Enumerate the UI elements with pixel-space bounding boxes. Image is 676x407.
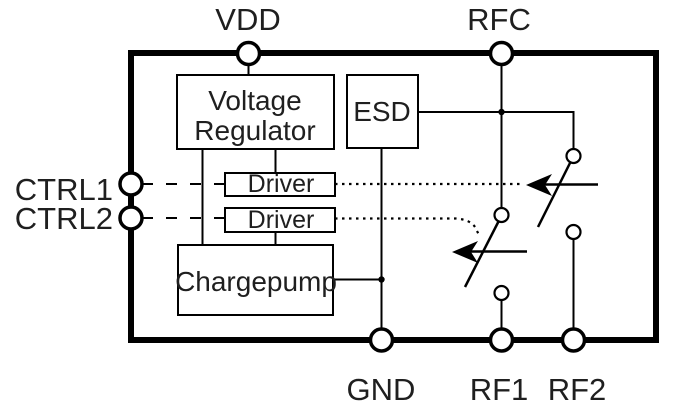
- vdd-pin-label: VDD: [215, 2, 280, 37]
- switch2-arrow-icon: [526, 174, 598, 196]
- voltage-regulator-label-line2: Regulator: [194, 115, 315, 146]
- rf1-pin: [488, 327, 515, 353]
- rf2-contact: [565, 223, 582, 241]
- driver2-label: Driver: [248, 206, 315, 234]
- driver2-control-dotted-wire: [335, 217, 480, 235]
- switch1-pivot-contact: [493, 206, 510, 224]
- rf1-pin-label: RF1: [470, 372, 529, 407]
- driver1-label: Driver: [248, 170, 315, 198]
- chargepump-label: Chargepump: [175, 266, 337, 297]
- gnd-pin: [368, 327, 395, 353]
- rfc-pin: [488, 40, 515, 67]
- switch1-arm: [463, 220, 500, 288]
- vdd-pin: [235, 40, 262, 67]
- switch1-arrow-icon: [452, 241, 527, 263]
- esd-block: [346, 74, 419, 149]
- junction-dot-rfc-esd: [498, 108, 505, 116]
- ctrl2-pin-label: CTRL2: [15, 201, 113, 236]
- ctrl1-pin: [118, 171, 144, 197]
- wire-esd-to-switch2: [418, 111, 575, 149]
- ctrl2-pin: [118, 205, 144, 231]
- voltage-regulator-block: [176, 74, 335, 150]
- voltage-regulator-label-line1: Voltage: [208, 85, 301, 116]
- switch2-pivot-contact: [565, 147, 582, 165]
- junction-dot-chargepump-gnd: [378, 276, 385, 283]
- switch2-arm: [536, 161, 572, 228]
- ctrl1-pin-label: CTRL1: [15, 172, 113, 207]
- esd-label: ESD: [353, 96, 411, 127]
- rf2-pin: [560, 327, 587, 353]
- driver2-block: [224, 207, 336, 233]
- driver1-block: [224, 172, 336, 197]
- gnd-pin-label: GND: [347, 372, 416, 407]
- chargepump-block: [177, 244, 334, 316]
- rf1-contact: [493, 284, 510, 302]
- rfc-pin-label: RFC: [467, 2, 531, 37]
- rf2-pin-label: RF2: [548, 372, 607, 407]
